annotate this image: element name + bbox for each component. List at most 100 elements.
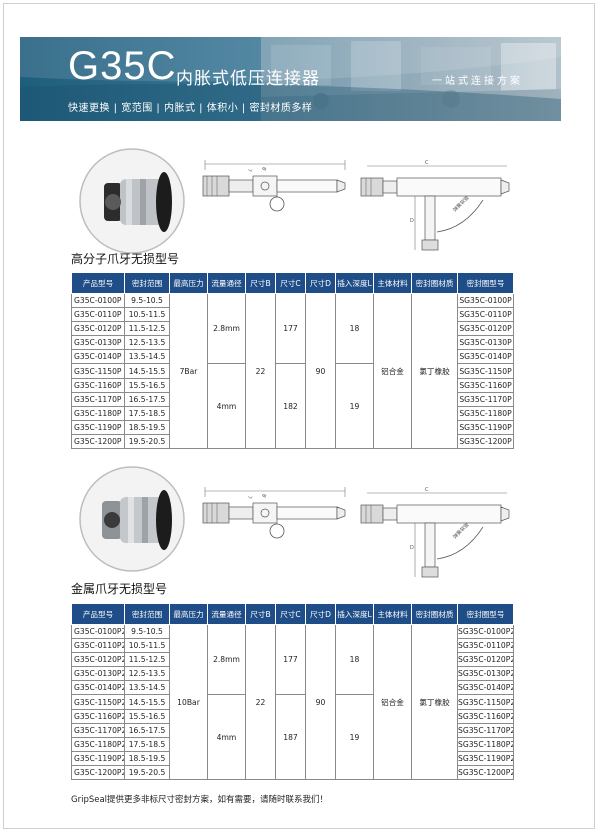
range-cell: 10.5-11.5 — [124, 307, 170, 323]
range-cell: 10.5-11.5 — [124, 638, 170, 654]
hose-label: 弹簧软管 — [451, 194, 470, 213]
range-cell: 11.5-12.5 — [124, 321, 170, 337]
model-cell: G35C-0110P — [71, 307, 125, 323]
range-cell: 13.5-14.5 — [124, 680, 170, 696]
column-header: 流量通径 — [207, 603, 246, 625]
table-header-row: 产品型号 密封范围 最高压力 流量通径 尺寸B 尺寸C 尺寸D 插入深度L 主体… — [71, 272, 514, 294]
factory-background-image — [261, 37, 561, 121]
column-header: 尺寸C — [275, 603, 306, 625]
flow-cell: 4mm — [207, 363, 246, 450]
column-header: 主体材料 — [373, 603, 412, 625]
range-cell: 12.5-13.5 — [124, 666, 170, 682]
body-material-cell: 铝合金 — [373, 292, 412, 450]
seal-material-cell: 氯丁橡胶 — [411, 623, 458, 781]
product-name-title: 内胀式低压连接器 — [176, 69, 320, 89]
dim-b-cell: 22 — [245, 292, 276, 450]
body-material-cell: 铝合金 — [373, 623, 412, 781]
range-cell: 15.5-16.5 — [124, 708, 170, 724]
model-cell: G35C-1150P — [71, 363, 125, 379]
seal-model-cell: SG35C-1180P — [457, 405, 514, 421]
dim-b-label: B — [262, 166, 269, 172]
column-header: 最高压力 — [169, 603, 208, 625]
dim-d-label: D — [410, 218, 414, 224]
side-view-drawing: L B — [202, 160, 346, 212]
model-cell: G35C-0130P2 — [71, 666, 125, 682]
banner-curve-overlay — [20, 37, 561, 121]
column-header: 最高压力 — [169, 272, 208, 294]
table-row: G35C-0100P 9.5-10.5 7Bar 2.8mm 22 177 90… — [71, 292, 514, 450]
dim-d-label: D — [410, 545, 414, 551]
model-cell: G35C-0100P — [71, 292, 125, 309]
seal-model-cell: SG35C-0110P — [457, 307, 514, 323]
model-cell: G35C-1200P — [71, 433, 125, 450]
column-header: 密封范围 — [124, 603, 170, 625]
range-cell: 14.5-15.5 — [124, 694, 170, 710]
feature-tag: 内胀式 — [163, 103, 196, 114]
feature-tag: 体积小 — [206, 103, 239, 114]
installation-drawing: C D 弹簧软管 — [360, 487, 510, 578]
depth-cell: 18 — [335, 623, 374, 696]
range-cell: 18.5-19.5 — [124, 419, 170, 435]
seal-model-cell: SG35C-1160P — [457, 377, 514, 393]
pressure-cell: 10Bar — [169, 623, 208, 781]
spec-table: 产品型号 密封范围 最高压力 流量通径 尺寸B 尺寸C 尺寸D 插入深度L 主体… — [71, 603, 514, 781]
range-cell: 19.5-20.5 — [124, 764, 170, 781]
column-header: 密封圈型号 — [457, 603, 514, 625]
model-cell: G35C-1150P2 — [71, 694, 125, 710]
range-cell: 16.5-17.5 — [124, 391, 170, 407]
range-cell: 9.5-10.5 — [124, 623, 170, 640]
column-header: 密封范围 — [124, 272, 170, 294]
depth-cell: 19 — [335, 694, 374, 781]
table-row: G35C-0100P2 9.5-10.5 10Bar 2.8mm 22 177 … — [71, 623, 514, 781]
table-row: G35C-1150P2 14.5-15.5 4mm 187 19 SG35C-1… — [71, 694, 514, 781]
range-cell: 14.5-15.5 — [124, 363, 170, 379]
seal-model-cell: SG35C-1150P — [457, 363, 514, 379]
model-cell: G35C-0140P — [71, 349, 125, 365]
installation-drawing: C D 弹簧软管 — [360, 160, 510, 251]
feature-tag: 宽范围 — [121, 103, 153, 114]
seal-model-cell: SG35C-0120P — [457, 321, 514, 337]
column-header: 密封圈型号 — [457, 272, 514, 294]
model-cell: G35C-0110P2 — [71, 638, 125, 654]
column-header: 尺寸D — [305, 603, 336, 625]
seal-model-cell: SG35C-1190P — [457, 419, 514, 435]
model-cell: G35C-0120P — [71, 321, 125, 337]
model-cell: G35C-1170P2 — [71, 722, 125, 738]
column-header: 插入深度L — [335, 603, 374, 625]
dim-c-label: C — [425, 160, 429, 166]
connector-photo — [79, 148, 185, 254]
slogan: 一站式连接方案 — [432, 76, 523, 87]
model-cell: G35C-1190P — [71, 419, 125, 435]
table-header-row: 产品型号 密封范围 最高压力 流量通径 尺寸B 尺寸C 尺寸D 插入深度L 主体… — [71, 603, 514, 625]
seal-model-cell: SG35C-0100P — [457, 292, 514, 309]
model-cell: G35C-1180P2 — [71, 736, 125, 752]
section-title: 高分子爪牙无损型号 — [71, 252, 180, 266]
column-header: 尺寸D — [305, 272, 336, 294]
seal-model-cell: SG35C-1200P — [457, 433, 514, 450]
dim-b-label: B — [262, 493, 269, 499]
seal-model-cell: SG35C-0100P2 — [457, 623, 514, 640]
dim-d-cell: 90 — [305, 292, 336, 450]
seal-model-cell: SG35C-1170P — [457, 391, 514, 407]
range-cell: 17.5-18.5 — [124, 736, 170, 752]
column-header: 密封圈材质 — [411, 272, 458, 294]
header-banner — [20, 37, 561, 121]
dim-b-cell: 22 — [245, 623, 276, 781]
seal-model-cell: SG35C-0130P — [457, 335, 514, 351]
model-cell: G35C-1160P — [71, 377, 125, 393]
seal-model-cell: SG35C-1160P2 — [457, 708, 514, 724]
feature-tags: 快速更换 | 宽范围 | 内胀式 | 体积小 | 密封材质多样 — [68, 103, 313, 114]
column-header: 流量通径 — [207, 272, 246, 294]
